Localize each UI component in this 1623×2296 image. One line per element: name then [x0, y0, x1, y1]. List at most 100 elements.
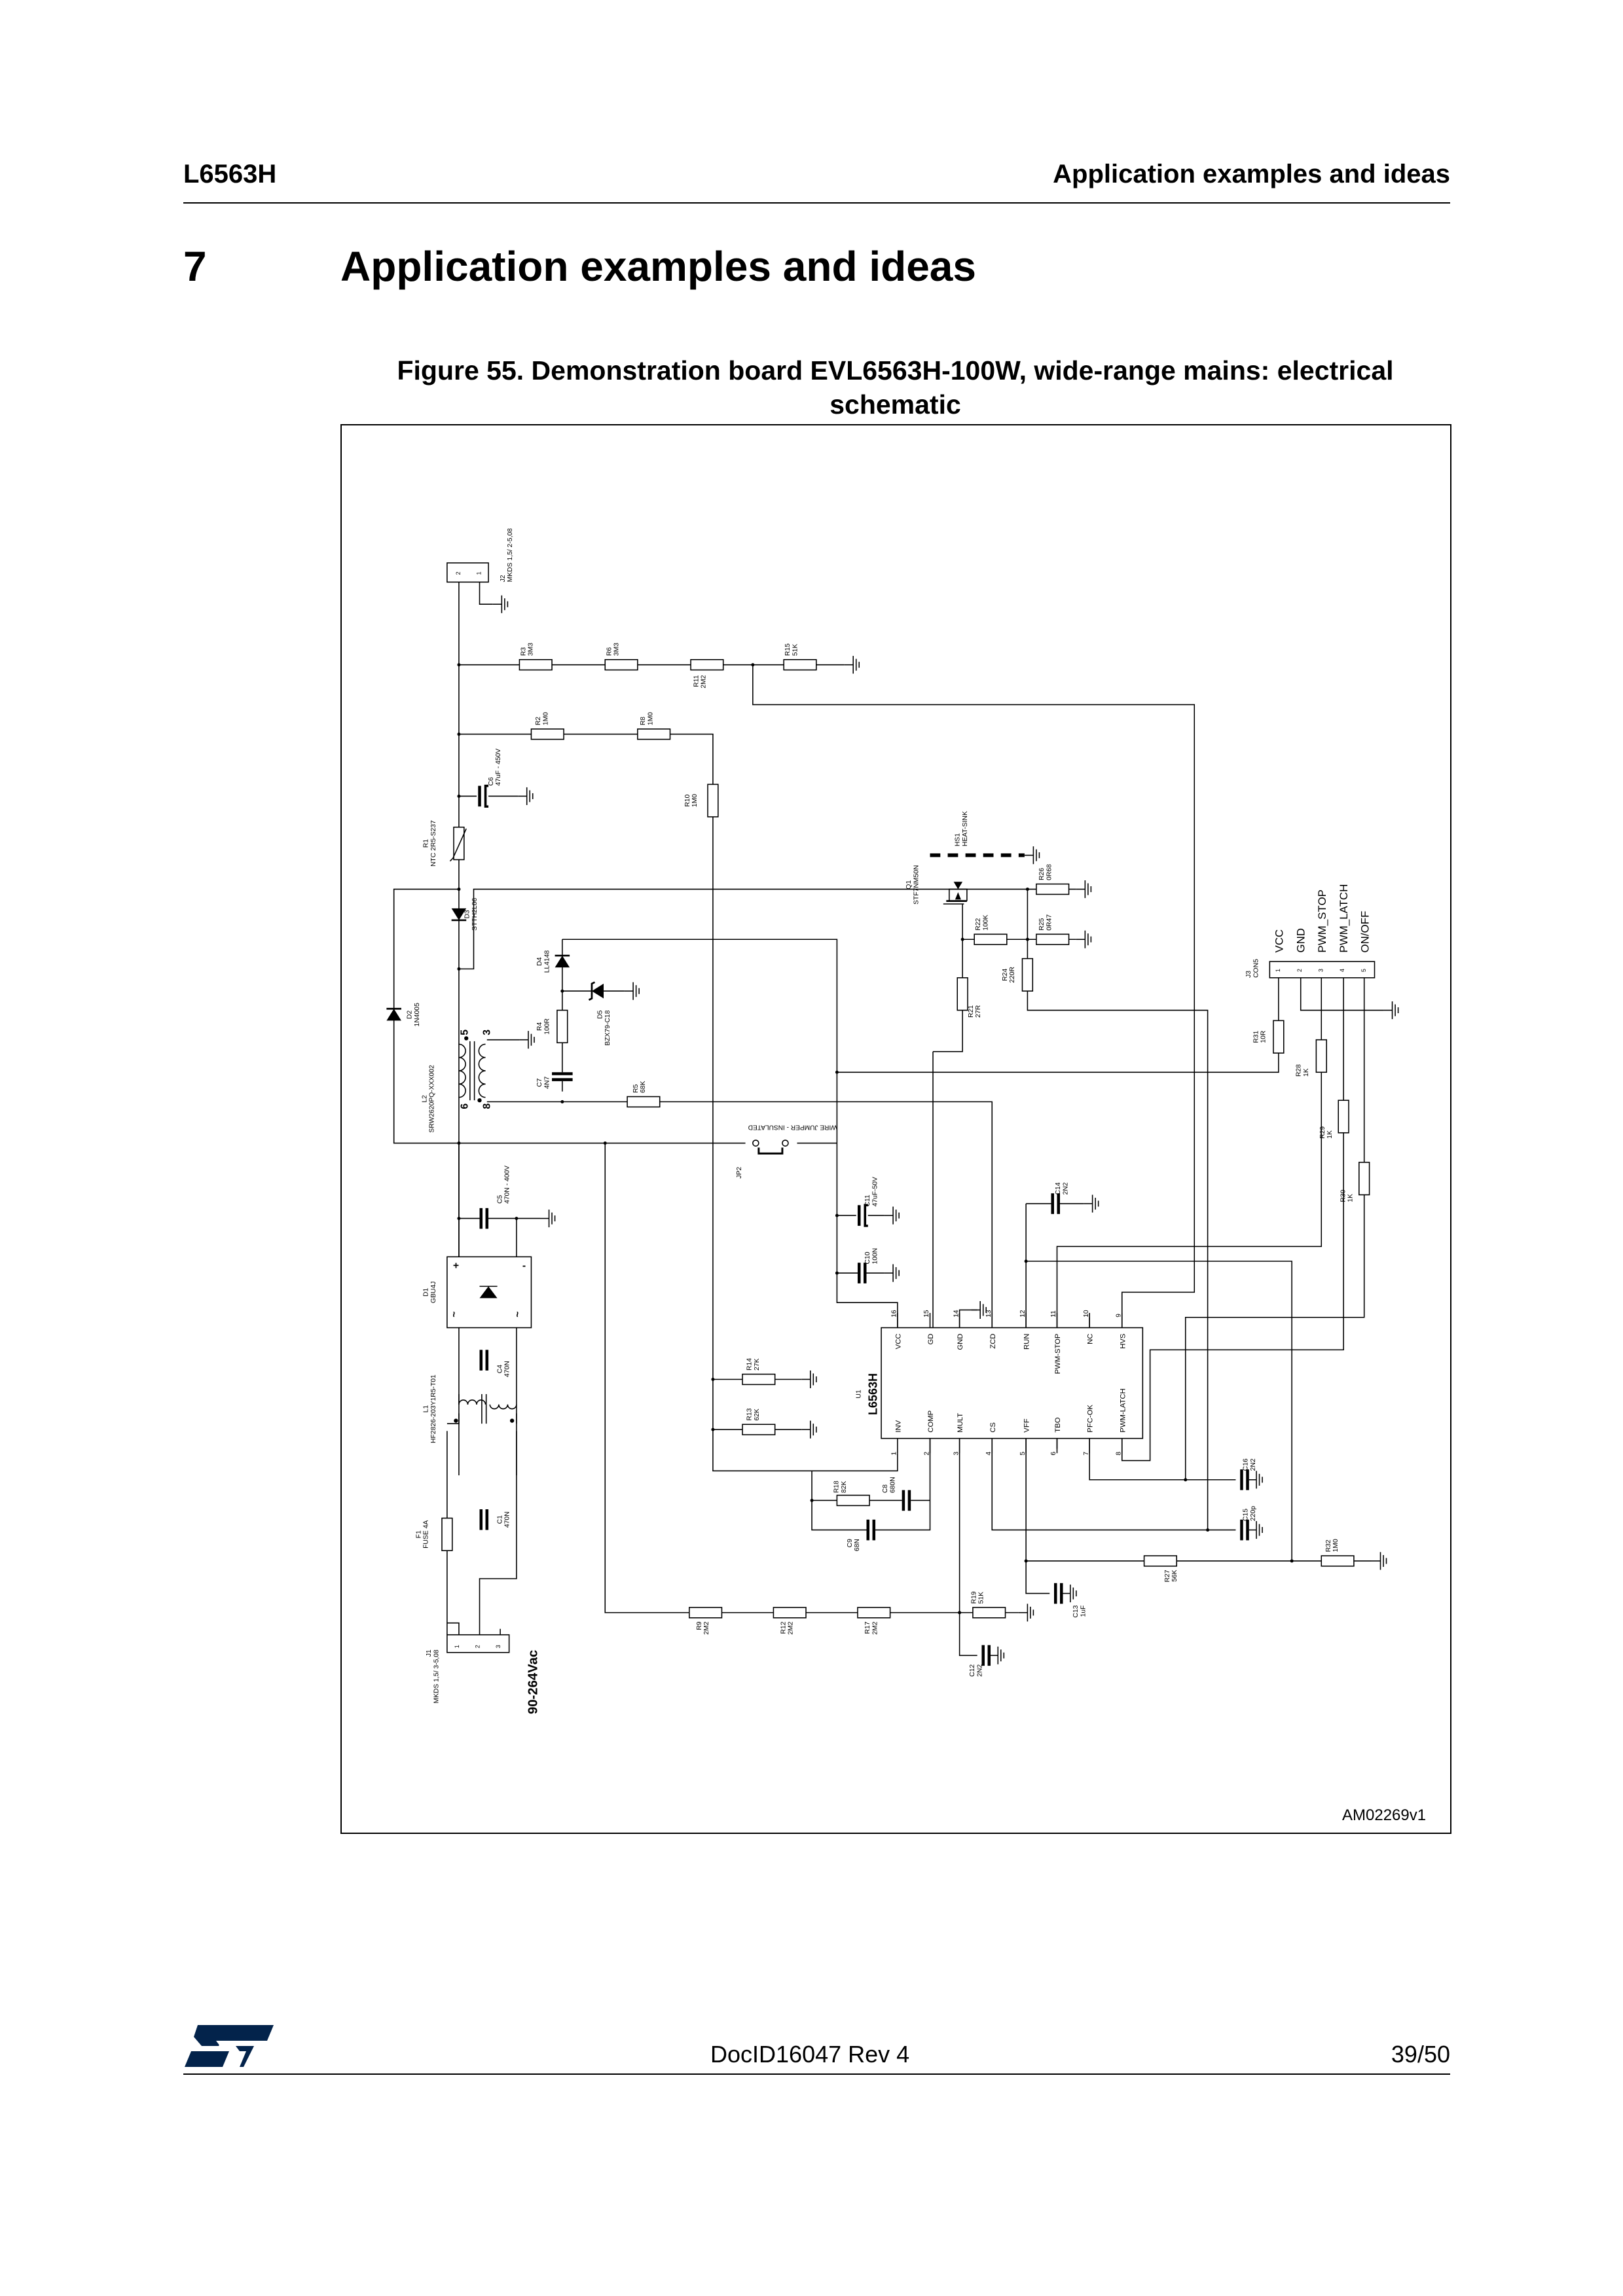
- component-ref: R15: [784, 643, 792, 656]
- ic-pin-name: MULT: [957, 1413, 964, 1433]
- component-c7: C74N7: [536, 1072, 574, 1089]
- component-value: GBU4J: [430, 1282, 437, 1303]
- component-ref: D1: [423, 1288, 430, 1297]
- polarity-dot: [509, 1418, 515, 1423]
- resistor-body: [1036, 883, 1070, 895]
- ic-pin-number: 4: [985, 1452, 993, 1456]
- component-ref: C1: [496, 1515, 503, 1524]
- ic-pin-name: GND: [957, 1334, 964, 1350]
- connector-j3-body: [1269, 961, 1376, 978]
- ic-pin-name: PFC-OK: [1087, 1405, 1095, 1433]
- ground-icon: [801, 1370, 817, 1389]
- component-ref: R22: [975, 918, 982, 930]
- resistor-body: [1315, 1039, 1327, 1073]
- wire: [811, 1438, 931, 1531]
- winding: [458, 1083, 466, 1098]
- component-value: 2M2: [701, 675, 708, 688]
- resistor-body: [689, 1607, 723, 1619]
- ic-pin-name: ZCD: [989, 1334, 997, 1349]
- connector-signal-label: PWM_STOP: [1316, 889, 1328, 952]
- component-ref: C15: [1242, 1509, 1249, 1521]
- ic-pin-name: GD: [927, 1334, 935, 1345]
- connector-pin-number: 1: [1275, 969, 1281, 972]
- component-label: C131uF: [1072, 1605, 1087, 1617]
- figure-caption-line1: Figure 55. Demonstration board EVL6563H-…: [397, 355, 1394, 386]
- component-ref: R27: [1164, 1570, 1171, 1582]
- component-ref: C14: [1055, 1182, 1062, 1194]
- winding-pin-label: 5: [459, 1030, 470, 1035]
- bridge-ac: ~: [513, 1312, 524, 1318]
- component-ref: R21: [968, 1005, 975, 1018]
- component-ref: R6: [606, 647, 613, 656]
- component-value: HEAT-SINK: [962, 811, 969, 846]
- component-ref: R1: [423, 839, 430, 848]
- header-section-name: Application examples and ideas: [1053, 160, 1450, 188]
- component-r26: R260R68: [1036, 864, 1070, 895]
- connector-pin-number: 3: [495, 1645, 501, 1648]
- component-label: C1470N: [496, 1511, 511, 1528]
- resistor-body: [690, 659, 724, 671]
- diode-icon: [479, 1286, 498, 1299]
- section-number: 7: [183, 243, 207, 290]
- resistor-body: [1021, 958, 1034, 992]
- component-ref: C11: [864, 1194, 871, 1206]
- component-label: JP2: [736, 1167, 743, 1179]
- ic-pin-name: RUN: [1023, 1334, 1031, 1350]
- component-value: 10R: [1260, 1031, 1267, 1043]
- ground-icon: [1018, 1604, 1034, 1622]
- component-value: 27R: [975, 1005, 982, 1018]
- component-value: 470N: [504, 1511, 511, 1528]
- connector-signal-label: ON/OFF: [1359, 911, 1371, 953]
- component-ref: C8: [882, 1484, 889, 1493]
- component-ref: C6: [488, 777, 495, 785]
- component-jp2: JP2: [736, 1139, 789, 1179]
- component-label: R1882K: [833, 1480, 848, 1493]
- component-ref: D3: [464, 910, 471, 918]
- component-ref: R24: [1002, 969, 1009, 981]
- wire: [1025, 1438, 1050, 1594]
- component-ref: R4: [536, 1022, 543, 1030]
- junction-dot: [1025, 888, 1029, 891]
- connector-pin-number: 2: [475, 1645, 481, 1648]
- component-ref: R18: [833, 1480, 841, 1493]
- junction-dot: [1024, 1259, 1028, 1263]
- component-c13: C131uF: [1053, 1581, 1087, 1618]
- jumper-wire: [757, 1147, 784, 1155]
- polarity-dot: [454, 1418, 458, 1423]
- junction-dot: [515, 1217, 519, 1221]
- component-label: R2756K: [1164, 1570, 1178, 1582]
- ground-icon: [801, 1420, 817, 1439]
- component-ref: R13: [746, 1408, 754, 1420]
- component-ref: R9: [696, 1621, 703, 1630]
- component-c10: C10100N: [857, 1248, 879, 1285]
- winding: [478, 1056, 486, 1071]
- component-label: R122M2: [780, 1621, 794, 1634]
- ic-pin-name: VFF: [1023, 1418, 1031, 1432]
- component-r8: R81M0: [637, 712, 671, 740]
- component-value: 47uF - 450V: [495, 749, 502, 786]
- junction-dot: [960, 937, 964, 941]
- component-ref: L2: [421, 1095, 428, 1103]
- component-label: R24220R: [1002, 967, 1016, 983]
- ic-pin-name: PWM-LATCH: [1119, 1388, 1127, 1432]
- wire: [752, 664, 1195, 1328]
- connector-pin-number: 4: [1339, 969, 1345, 972]
- wire: [1026, 1261, 1292, 1561]
- wire: [562, 939, 898, 1328]
- ground-icon: [884, 1206, 900, 1225]
- component-r12: R122M2: [773, 1607, 807, 1635]
- component-ref: C7: [536, 1078, 543, 1086]
- component-value: 100N: [871, 1248, 879, 1265]
- ground-icon: [624, 982, 640, 1000]
- ic-pin-number: 3: [953, 1452, 960, 1456]
- component-label: R281K: [1296, 1064, 1310, 1077]
- resistor-body: [1321, 1555, 1355, 1567]
- winding: [478, 1083, 486, 1098]
- component-d1: D1GBU4J: [423, 1256, 532, 1329]
- component-value: HF2826-203Y1R5-T01: [430, 1374, 437, 1443]
- ground-icon: [1076, 930, 1092, 948]
- connector-signal-label: PWM_LATCH: [1338, 884, 1350, 953]
- connector-j1-body: [447, 1634, 510, 1653]
- connector-pin-number: 2: [455, 571, 462, 575]
